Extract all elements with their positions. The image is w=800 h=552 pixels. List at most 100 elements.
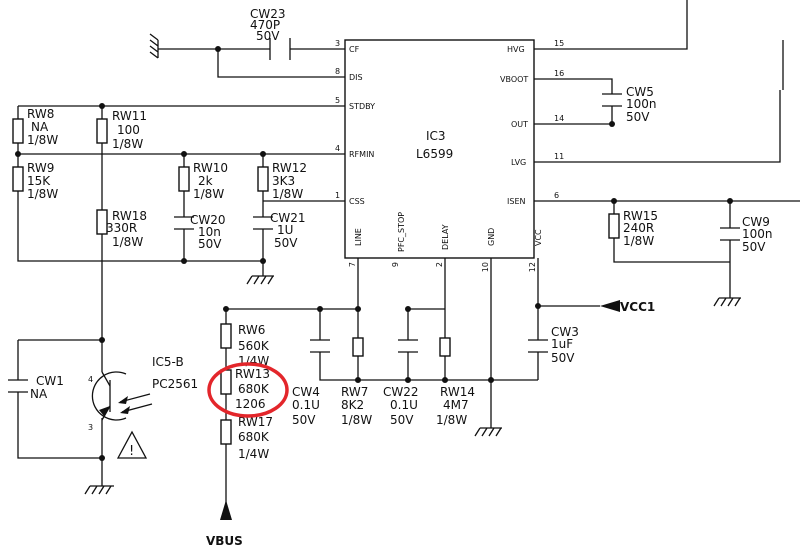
pin-number: 3 xyxy=(335,39,340,48)
junction-dots xyxy=(15,46,733,461)
ic3-ref: IC3 xyxy=(426,129,446,143)
capacitor-cw20: CW20 10n 50V xyxy=(174,213,226,251)
rw6-ref: RW6 xyxy=(238,323,265,337)
rw15-rating: 1/8W xyxy=(623,234,654,248)
capacitor-cw9: CW9 100n 50V xyxy=(720,215,773,254)
pin-name-pfc-stop: PFC_STOP xyxy=(397,212,406,252)
rw18-rating: 1/8W xyxy=(112,235,143,249)
pin-name-gnd: GND xyxy=(487,228,496,246)
rw11-rating: 1/8W xyxy=(112,137,143,151)
rw11-ref: RW11 xyxy=(112,109,147,123)
capacitor-cw1: CW1 NA xyxy=(8,374,64,401)
cw4-value: 0.1U xyxy=(292,398,320,412)
cw4-rating: 50V xyxy=(292,413,316,427)
resistor-rw8: RW8 NA 1/8W xyxy=(12,107,58,147)
cw20-rating: 50V xyxy=(198,237,222,251)
cw23-rating: 50V xyxy=(256,29,280,43)
highlight-circle xyxy=(207,362,289,418)
capacitor-cw5: CW5 100n 50V xyxy=(602,85,657,124)
rw17-rating: 1/4W xyxy=(238,447,269,461)
rw13-rating: 1206 xyxy=(235,397,266,411)
vbus-net-label: VBUS xyxy=(206,500,243,548)
pin-number: 14 xyxy=(554,114,564,123)
ic5-ref: IC5-B xyxy=(152,355,184,369)
pin-number: 10 xyxy=(481,262,490,272)
ic3-part: L6599 xyxy=(416,147,453,161)
pin-name-dis: DIS xyxy=(349,73,363,82)
cw22-rating: 50V xyxy=(390,413,414,427)
rw17-ref: RW17 xyxy=(238,415,273,429)
ground-symbol xyxy=(149,33,159,59)
optocoupler-ic5b: 4 3 IC5-B PC2561 xyxy=(88,355,198,432)
resistor-rw7: RW7 8K2 1/8W xyxy=(341,337,372,427)
opto-pin-3: 3 xyxy=(88,423,93,432)
cw3-value: 1uF xyxy=(551,337,573,351)
rw9-rating: 1/8W xyxy=(27,187,58,201)
pin-number: 16 xyxy=(554,69,564,78)
pin-name-rfmin: RFMIN xyxy=(349,150,374,159)
pin-number: 2 xyxy=(435,262,444,267)
pin-number: 6 xyxy=(554,191,559,200)
cw21-rating: 50V xyxy=(274,236,298,250)
pin-name-vboot: VBOOT xyxy=(500,75,528,84)
cw4-ref: CW4 xyxy=(292,385,320,399)
rw15-ref: RW15 xyxy=(623,209,658,223)
pin-number: 7 xyxy=(348,262,357,267)
rw10-value: 2k xyxy=(198,174,213,188)
pin-name-css: CSS xyxy=(349,197,365,206)
ground-symbol xyxy=(474,427,502,437)
rw7-rating: 1/8W xyxy=(341,413,372,427)
rw12-rating: 1/8W xyxy=(272,187,303,201)
pin-name-out: OUT xyxy=(511,120,528,129)
pin-number: 8 xyxy=(335,67,340,76)
pin-number: 4 xyxy=(335,144,340,153)
rw15-value: 240R xyxy=(623,221,654,235)
pin-number: 1 xyxy=(335,191,340,200)
pin-number: 9 xyxy=(391,262,400,267)
ground-symbol xyxy=(246,275,274,285)
ic5-value: PC2561 xyxy=(152,377,198,391)
cw1-value: NA xyxy=(30,387,48,401)
capacitor-cw22: CW22 0.1U 50V xyxy=(383,339,419,427)
vbus-label: VBUS xyxy=(206,534,243,548)
cw5-ref: CW5 xyxy=(626,85,654,99)
cw3-rating: 50V xyxy=(551,351,575,365)
capacitor-cw23: CW23 470P 50V xyxy=(250,7,291,60)
resistor-rw9: RW9 15K 1/8W xyxy=(12,161,58,201)
pin-number: 5 xyxy=(335,96,340,105)
pin-name-delay: DELAY xyxy=(441,224,450,250)
rw7-ref: RW7 xyxy=(341,385,368,399)
pin-name-hvg: HVG xyxy=(507,45,525,54)
warning-mark: ! xyxy=(129,444,134,459)
cw3-ref: CW3 xyxy=(551,325,579,339)
resistor-rw15: RW15 240R 1/8W xyxy=(608,209,658,248)
cw9-rating: 50V xyxy=(742,240,766,254)
resistor-rw17: RW17 680K 1/4W xyxy=(220,415,273,461)
cw21-ref: CW21 xyxy=(270,211,306,225)
rw8-ref: RW8 xyxy=(27,107,54,121)
resistor-rw10: RW10 2k 1/8W xyxy=(178,161,228,201)
cw22-ref: CW22 xyxy=(383,385,419,399)
cw22-value: 0.1U xyxy=(390,398,418,412)
cw5-rating: 50V xyxy=(626,110,650,124)
warning-triangle-icon: ! xyxy=(116,430,148,459)
cw23-value: 470P xyxy=(250,18,280,32)
rw12-value: 3K3 xyxy=(272,174,295,188)
cw9-value: 100n xyxy=(742,227,773,241)
capacitor-cw3: CW3 1uF 50V xyxy=(528,325,579,365)
rw10-ref: RW10 xyxy=(193,161,228,175)
cw20-value: 10n xyxy=(198,225,221,239)
resistor-rw13: RW13 680K 1206 xyxy=(220,367,270,411)
ground-symbol xyxy=(713,297,741,307)
rw7-value: 8K2 xyxy=(341,398,364,412)
resistor-rw12: RW12 3K3 1/8W xyxy=(257,161,307,201)
rw18-ref: RW18 xyxy=(112,209,147,223)
cw5-value: 100n xyxy=(626,97,657,111)
rw14-rating: 1/8W xyxy=(436,413,467,427)
cw21-value: 1U xyxy=(277,223,293,237)
ground-symbol xyxy=(84,485,114,495)
pin-number: 11 xyxy=(554,152,564,161)
rw12-ref: RW12 xyxy=(272,161,307,175)
rw13-ref: RW13 xyxy=(235,367,270,381)
